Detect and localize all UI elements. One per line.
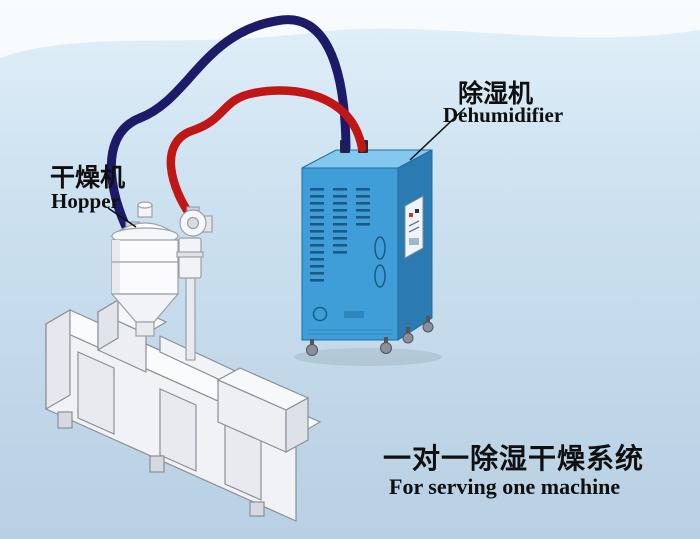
vent-grilles	[310, 188, 370, 282]
hopper-body-shade	[112, 240, 120, 294]
navy-air-hose	[106, 15, 351, 247]
caption-cn: 一对一除湿干燥系统	[383, 443, 645, 474]
caption-en: For serving one machine	[389, 474, 621, 499]
indicator-light	[409, 213, 413, 217]
caster-wheels	[306, 316, 434, 356]
hopper-dryer	[110, 201, 180, 337]
machine-door-panels	[77, 351, 262, 501]
hopper-body	[111, 239, 179, 295]
extruder-machine	[44, 298, 322, 522]
hopper-label-en: Hopper	[51, 189, 120, 213]
red-air-hose	[166, 86, 367, 221]
machine-feet	[57, 411, 265, 517]
front-oval-vents	[374, 236, 386, 288]
control-button	[415, 209, 419, 213]
blower-clamp	[176, 251, 204, 258]
brand-emblem	[312, 306, 328, 322]
dehumidifier-label-en: Dehumidifier	[443, 103, 564, 127]
machine-door-panel	[159, 388, 197, 472]
extruder-head-right	[285, 396, 309, 454]
hopper-lid-cap-top	[137, 201, 153, 209]
blower-unit	[176, 206, 213, 361]
dehumidifier-label-cn: 除湿机	[458, 80, 534, 108]
blower-fan-hub	[186, 216, 200, 230]
blower-downpipe	[185, 277, 196, 361]
machine-base-left-face	[45, 308, 71, 411]
hopper-neck	[135, 321, 155, 337]
front-label-plate	[344, 311, 364, 318]
background-highlight-band	[0, 0, 700, 58]
dehumidifier-unit	[294, 140, 442, 366]
machine-door-panel	[77, 351, 115, 435]
control-panel	[404, 195, 424, 259]
dehumidifier-shadow	[294, 348, 442, 366]
hopper-label-cn: 干燥机	[50, 164, 126, 192]
hopper-pedestal-left	[97, 298, 119, 352]
dehumidifier-leader-line	[409, 107, 466, 161]
display-window	[409, 238, 419, 245]
blower-duct	[178, 237, 202, 279]
hopper-leader-line	[107, 207, 137, 228]
